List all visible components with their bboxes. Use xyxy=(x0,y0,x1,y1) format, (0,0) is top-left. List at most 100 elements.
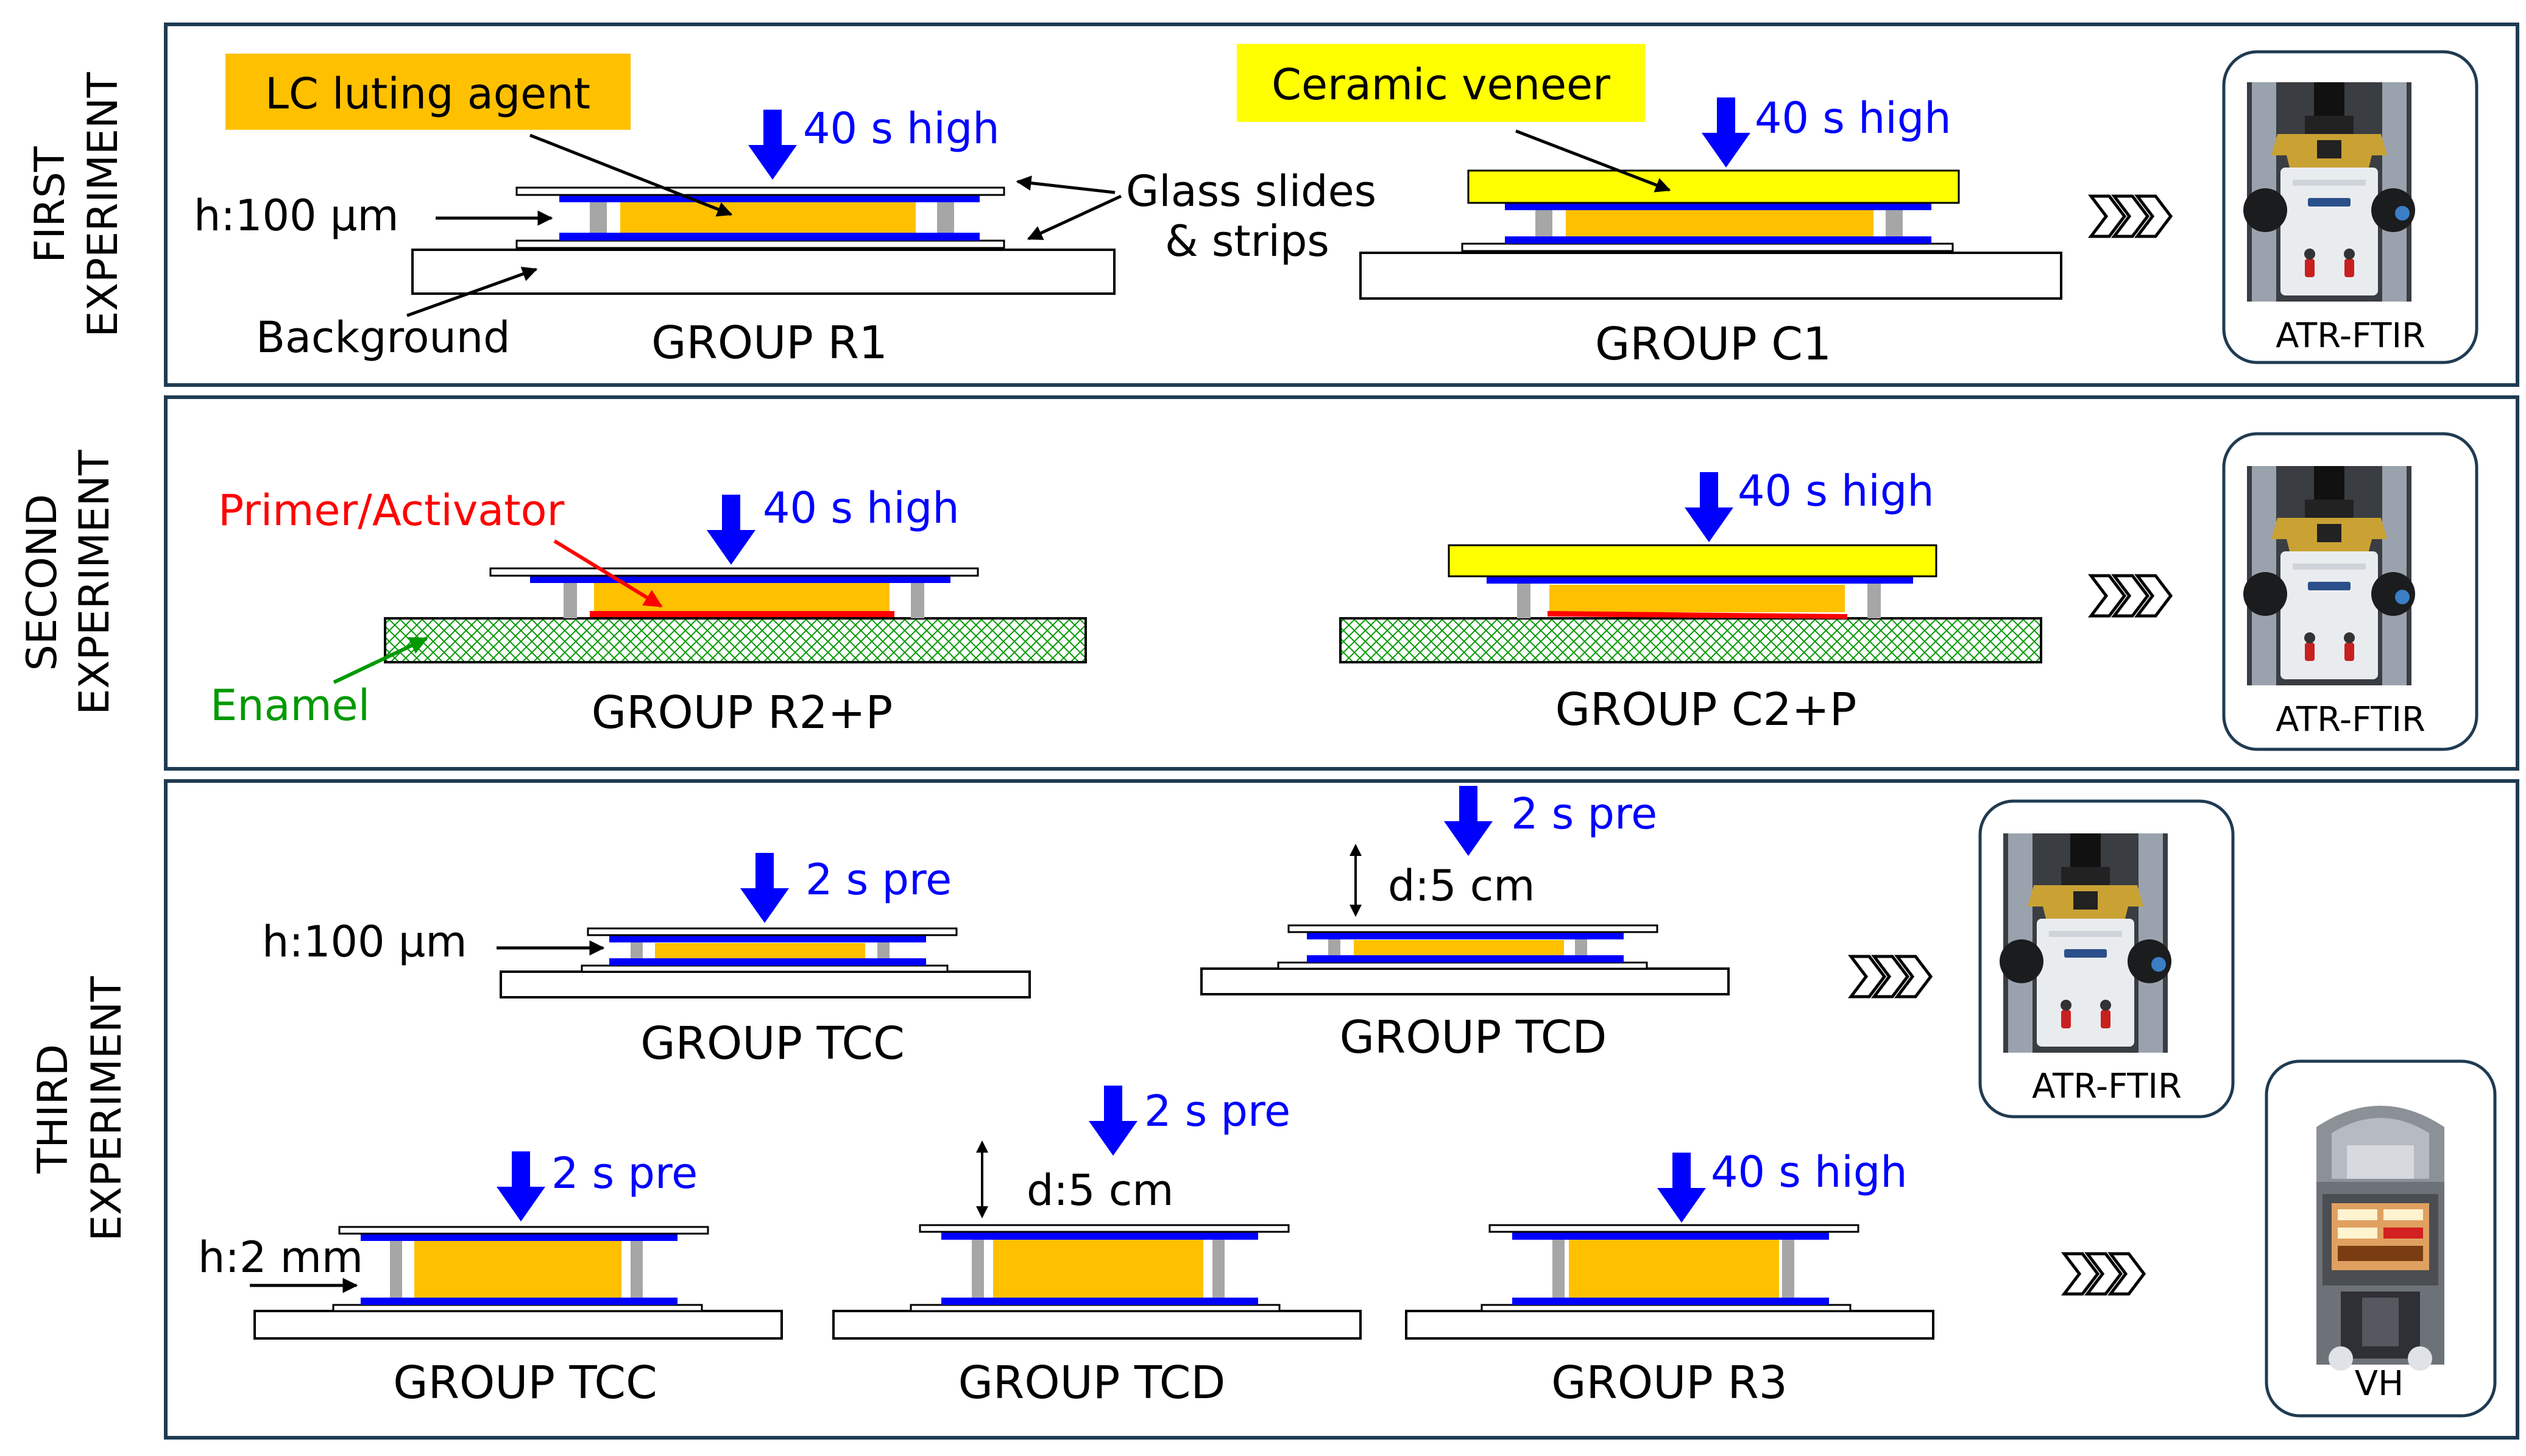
group-tcd-top-label: GROUP TCD xyxy=(1340,1011,1607,1064)
group-tcd-thin-specimen xyxy=(1200,924,1730,995)
background-slab xyxy=(1405,1310,1934,1340)
chevron-arrows-icon xyxy=(2091,576,2171,616)
background-slab xyxy=(411,249,1116,295)
lower-strip xyxy=(609,958,926,966)
lower-glass-slide xyxy=(332,1304,703,1312)
light-protocol-label: 40 s high xyxy=(1755,93,1951,143)
group-r1-specimen xyxy=(411,186,1116,295)
light-cure-arrow-tcc-bottom: 2 s pre xyxy=(497,1148,698,1221)
light-cure-arrow-tcd-bottom: 2 s pre xyxy=(1089,1086,1290,1156)
vickers-hardness-photo xyxy=(2304,1090,2457,1371)
instrument-label: ATR-FTIR xyxy=(2276,316,2425,356)
upper-strip xyxy=(361,1234,677,1241)
ceramic-veneer-layer xyxy=(1467,169,1960,204)
third-experiment-frame xyxy=(164,779,2519,1440)
lower-strip xyxy=(361,1298,677,1305)
upper-strip xyxy=(1512,1232,1829,1240)
spacer-right xyxy=(937,198,954,233)
background-slab xyxy=(832,1310,1362,1340)
vickers-hardness-instrument: VH xyxy=(2265,1059,2497,1418)
spacer-right xyxy=(1782,1240,1794,1298)
atr-ftir-photo xyxy=(2000,833,2171,1053)
primer-activator-callout: Primer/Activator xyxy=(218,486,564,535)
light-protocol-label: 40 s high xyxy=(1738,466,1934,516)
down-arrow-icon xyxy=(1657,1153,1706,1223)
light-protocol-label: 2 s pre xyxy=(1144,1086,1290,1136)
group-r2p-specimen xyxy=(384,567,1087,663)
instrument-label: ATR-FTIR xyxy=(2276,700,2425,740)
upper-glass-slide xyxy=(338,1226,709,1235)
lc-luting-pointer xyxy=(529,133,733,217)
upper-strip xyxy=(1307,932,1624,939)
light-cure-arrow-tcc-top: 2 s pre xyxy=(740,853,952,923)
light-cure-arrow-c1: 40 s high xyxy=(1702,93,1951,168)
height-label-first: h:100 µm xyxy=(194,191,399,241)
lc-luting-agent-layer xyxy=(655,943,865,958)
spacer-left xyxy=(1552,1240,1565,1298)
upper-glass-slide xyxy=(489,567,979,577)
light-protocol-label: 40 s high xyxy=(1711,1147,1908,1197)
atr-ftir-instrument: ATR-FTIR xyxy=(2222,50,2478,364)
lc-luting-agent-callout: LC luting agent xyxy=(265,69,590,119)
group-r2p-label: GROUP R2+P xyxy=(592,687,893,739)
group-r1-label: GROUP R1 xyxy=(651,317,888,369)
chevron-arrows-icon xyxy=(2064,1254,2144,1294)
group-tcc-thick-specimen xyxy=(253,1226,783,1340)
first-experiment-frame xyxy=(164,23,2519,387)
second-experiment-label-line1: SECOND xyxy=(18,494,66,671)
group-tcd-bottom-label: GROUP TCD xyxy=(958,1357,1226,1409)
background-slab xyxy=(253,1310,783,1340)
primer-pointer xyxy=(553,539,663,608)
down-arrow-icon xyxy=(748,110,797,180)
third-experiment-panel: THIRD EXPERIMENT 2 s pre h:100 µm GROUP … xyxy=(29,779,2519,1440)
light-protocol-label: 2 s pre xyxy=(551,1148,698,1198)
upper-glass-slide xyxy=(919,1224,1290,1233)
upper-strip xyxy=(559,195,980,202)
lc-luting-agent-layer xyxy=(1569,1240,1779,1298)
glass-slides-pointer-upper xyxy=(1016,175,1116,194)
lower-strip xyxy=(1512,1298,1829,1305)
lc-luting-agent-layer xyxy=(414,1241,621,1298)
glass-slides-pointer-lower xyxy=(1027,194,1122,241)
lower-glass-slide xyxy=(581,964,949,973)
background-slab xyxy=(1359,252,2062,300)
group-tcd-thick-specimen xyxy=(832,1224,1362,1340)
glass-slides-label-line2: & strips xyxy=(1165,216,1329,266)
atr-ftir-photo xyxy=(2243,466,2415,685)
spacer-right xyxy=(877,941,890,958)
light-protocol-label: 40 s high xyxy=(803,104,1000,154)
ceramic-veneer-layer xyxy=(1448,544,1937,578)
height-label-thick: h:2 mm xyxy=(198,1232,363,1282)
atr-ftir-photo xyxy=(2243,82,2415,302)
upper-strip xyxy=(609,935,926,942)
lc-luting-agent-layer xyxy=(1566,210,1873,236)
lower-glass-slide xyxy=(910,1304,1281,1312)
ceramic-veneer-pointer xyxy=(1515,129,1671,193)
light-protocol-label: 2 s pre xyxy=(1511,789,1657,839)
background-label: Background xyxy=(256,313,511,362)
lower-glass-slide xyxy=(1277,961,1648,970)
instrument-label: ATR-FTIR xyxy=(2032,1067,2182,1106)
background-pointer xyxy=(406,266,538,317)
spacer-left xyxy=(1535,207,1552,236)
spacer-left xyxy=(972,1240,984,1298)
down-arrow-icon xyxy=(497,1151,545,1221)
lc-luting-agent-layer xyxy=(993,1240,1203,1298)
down-arrow-icon xyxy=(1702,97,1750,168)
first-experiment-panel: FIRST EXPERIMENT 40 s high LC luting age… xyxy=(26,23,2519,387)
light-cure-arrow-tcd-top: 2 s pre xyxy=(1444,786,1657,856)
primer-activator-layer xyxy=(1548,611,1847,619)
down-arrow-icon xyxy=(1089,1086,1137,1156)
enamel-substrate xyxy=(1339,617,2042,663)
first-experiment-label-line2: EXPERIMENT xyxy=(79,72,127,337)
ceramic-veneer-callout: Ceramic veneer xyxy=(1272,60,1610,110)
enamel-pointer xyxy=(333,637,428,684)
second-experiment-frame xyxy=(164,395,2519,771)
upper-strip xyxy=(1505,203,1931,210)
enamel-substrate xyxy=(384,617,1087,663)
upper-glass-slide xyxy=(1287,924,1658,933)
group-c2p-label: GROUP C2+P xyxy=(1555,684,1857,736)
group-tcc-bottom-label: GROUP TCC xyxy=(393,1357,657,1409)
lower-glass-slide xyxy=(1481,1304,1852,1312)
